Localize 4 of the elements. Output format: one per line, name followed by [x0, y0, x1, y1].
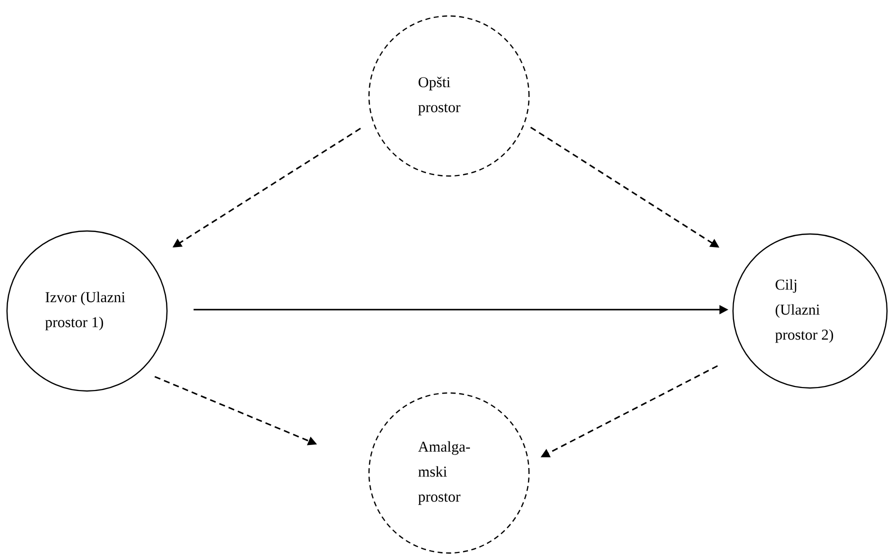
dashed-circle-node: Amalga- mski prostor	[368, 392, 530, 554]
circle-node: Izvor (Ulazni prostor 1)	[6, 230, 168, 392]
circle-node: Cilj (Ulazni prostor 2)	[732, 233, 888, 389]
dashed-circle-node: Opšti prostor	[368, 15, 530, 177]
